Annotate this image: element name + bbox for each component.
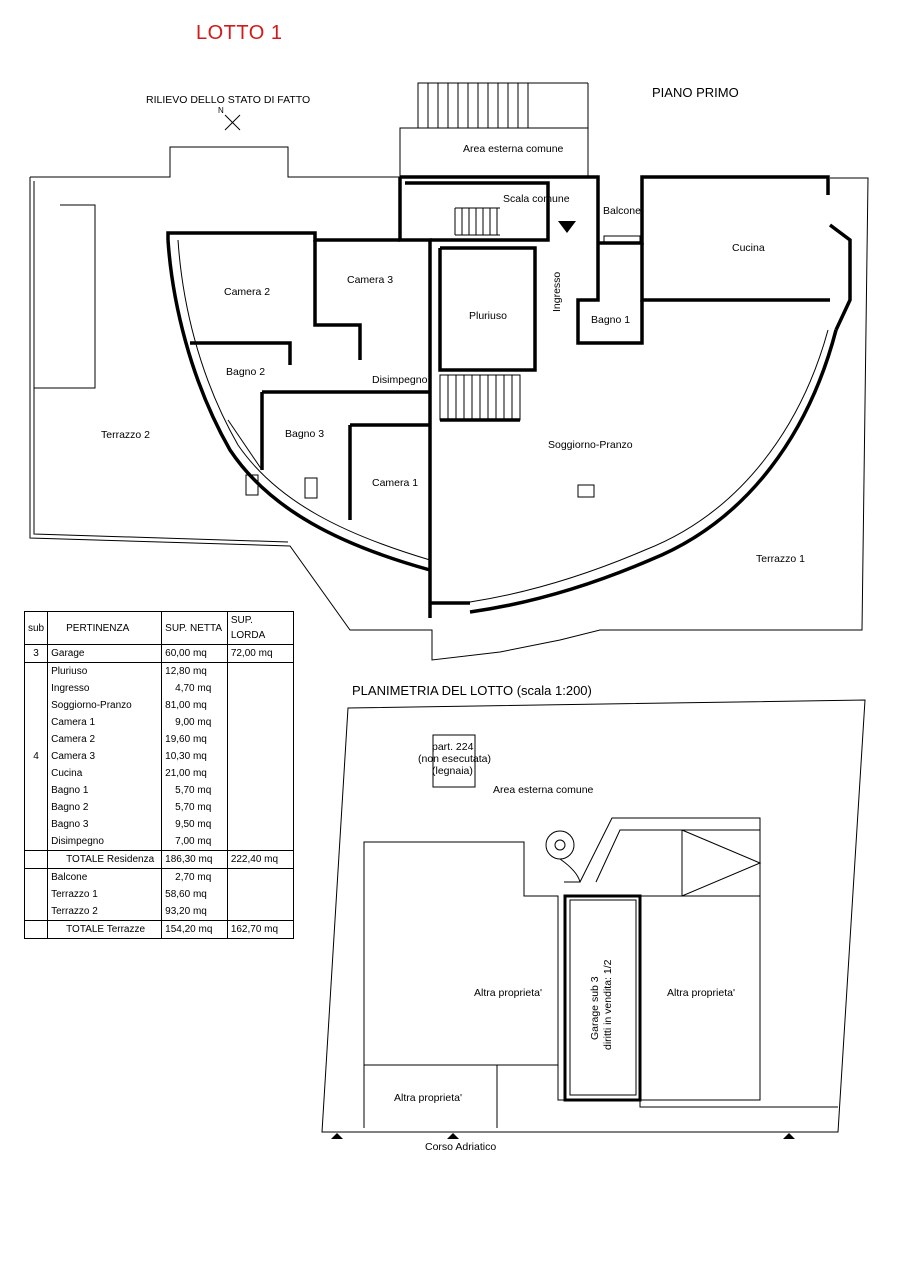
- site-altra-left: Altra proprieta': [474, 987, 542, 999]
- street-marker-3: [783, 1133, 795, 1139]
- garage-label-2: diritti in vendita: 1/2: [602, 959, 614, 1050]
- lot-boundary: [321, 699, 866, 1133]
- room-camera1: Camera 1: [372, 477, 419, 489]
- table-row: 3 Garage 60,00 mq 72,00 mq: [23, 644, 295, 663]
- table-header: sub PERTINENZA SUP. NETTA SUP. LORDA: [23, 611, 295, 645]
- th-sub: sub: [23, 611, 49, 645]
- room-bagno1: Bagno 1: [591, 314, 631, 326]
- table-row: 4 Pluriuso 12,80 mq: [23, 662, 295, 851]
- legnaia: [432, 734, 476, 788]
- room-area-esterna: Area esterna comune: [463, 143, 564, 155]
- floor-title: PIANO PRIMO: [652, 85, 739, 100]
- th-lorda: SUP. LORDA: [226, 611, 295, 645]
- legnaia-label-3: (legnaia): [432, 765, 473, 777]
- balcone-rail: [603, 235, 641, 245]
- site-altra-bottom: Altra proprieta': [394, 1092, 462, 1104]
- site-area-esterna: Area esterna comune: [493, 784, 594, 796]
- terrazzo2-outline: [29, 177, 869, 661]
- room-cucina: Cucina: [732, 242, 765, 254]
- column: [577, 484, 595, 498]
- room-camera3: Camera 3: [347, 274, 394, 286]
- entrance-marker: [558, 221, 576, 233]
- surface-table: sub PERTINENZA SUP. NETTA SUP. LORDA 3 G…: [23, 611, 295, 939]
- terrazzo-upper-edge: [30, 146, 400, 178]
- garage-label-1: Garage sub 3: [589, 976, 601, 1040]
- room-terrazzo2: Terrazzo 2: [101, 429, 151, 441]
- building-right: [640, 895, 761, 1101]
- curved-wall-east: [469, 329, 838, 614]
- room-pluriuso: Pluriuso: [469, 310, 507, 322]
- room-soggiorno: Soggiorno-Pranzo: [548, 439, 633, 451]
- room-balcone: Balcone: [603, 205, 641, 217]
- north-label: N: [218, 106, 224, 115]
- terrazzo2-inner: [33, 181, 96, 389]
- table-row: Balcone 2,70 mq: [23, 868, 295, 921]
- street-marker-1: [331, 1133, 343, 1139]
- site-altra-right: Altra proprieta': [667, 987, 735, 999]
- room-terrazzo1: Terrazzo 1: [756, 553, 806, 565]
- room-camera2: Camera 2: [224, 286, 271, 298]
- street-label: Corso Adriatico: [425, 1141, 497, 1153]
- north-arrow-icon: [224, 114, 241, 131]
- legnaia-label-1: part. 224: [432, 741, 474, 753]
- room-ingresso: Ingresso: [551, 271, 563, 312]
- room-disimpegno: Disimpegno: [372, 374, 428, 386]
- survey-title: RILIEVO DELLO STATO DI FATTO: [146, 94, 311, 106]
- lot-title: LOTTO 1: [196, 22, 283, 44]
- room-scala: Scala comune: [503, 193, 570, 205]
- spiral-stair: [545, 830, 575, 860]
- site-title: PLANIMETRIA DEL LOTTO (scala 1:200): [352, 683, 592, 698]
- top-stairs-steps: [427, 83, 519, 128]
- scala-walls: [398, 175, 600, 243]
- top-stairs: [417, 82, 529, 129]
- curved-wall-outer: [166, 239, 431, 572]
- room-bagno2: Bagno 2: [226, 366, 266, 378]
- curved-wall-outer2: [177, 239, 431, 561]
- th-netta: SUP. NETTA: [161, 611, 228, 645]
- street-marker-2: [447, 1133, 459, 1139]
- legnaia-label-2: (non esecutata): [418, 753, 491, 765]
- table-row-total-terrazze: TOTALE Terrazze 154,20 mq 162,70 mq: [23, 920, 295, 939]
- table-row-total-residenza: TOTALE Residenza 186,30 mq 222,40 mq: [23, 850, 295, 869]
- building-left: [363, 841, 559, 1066]
- th-pertinenza: PERTINENZA: [47, 611, 163, 645]
- chimney-1: [245, 474, 259, 496]
- room-bagno3: Bagno 3: [285, 428, 325, 440]
- chimney-2: [304, 477, 318, 499]
